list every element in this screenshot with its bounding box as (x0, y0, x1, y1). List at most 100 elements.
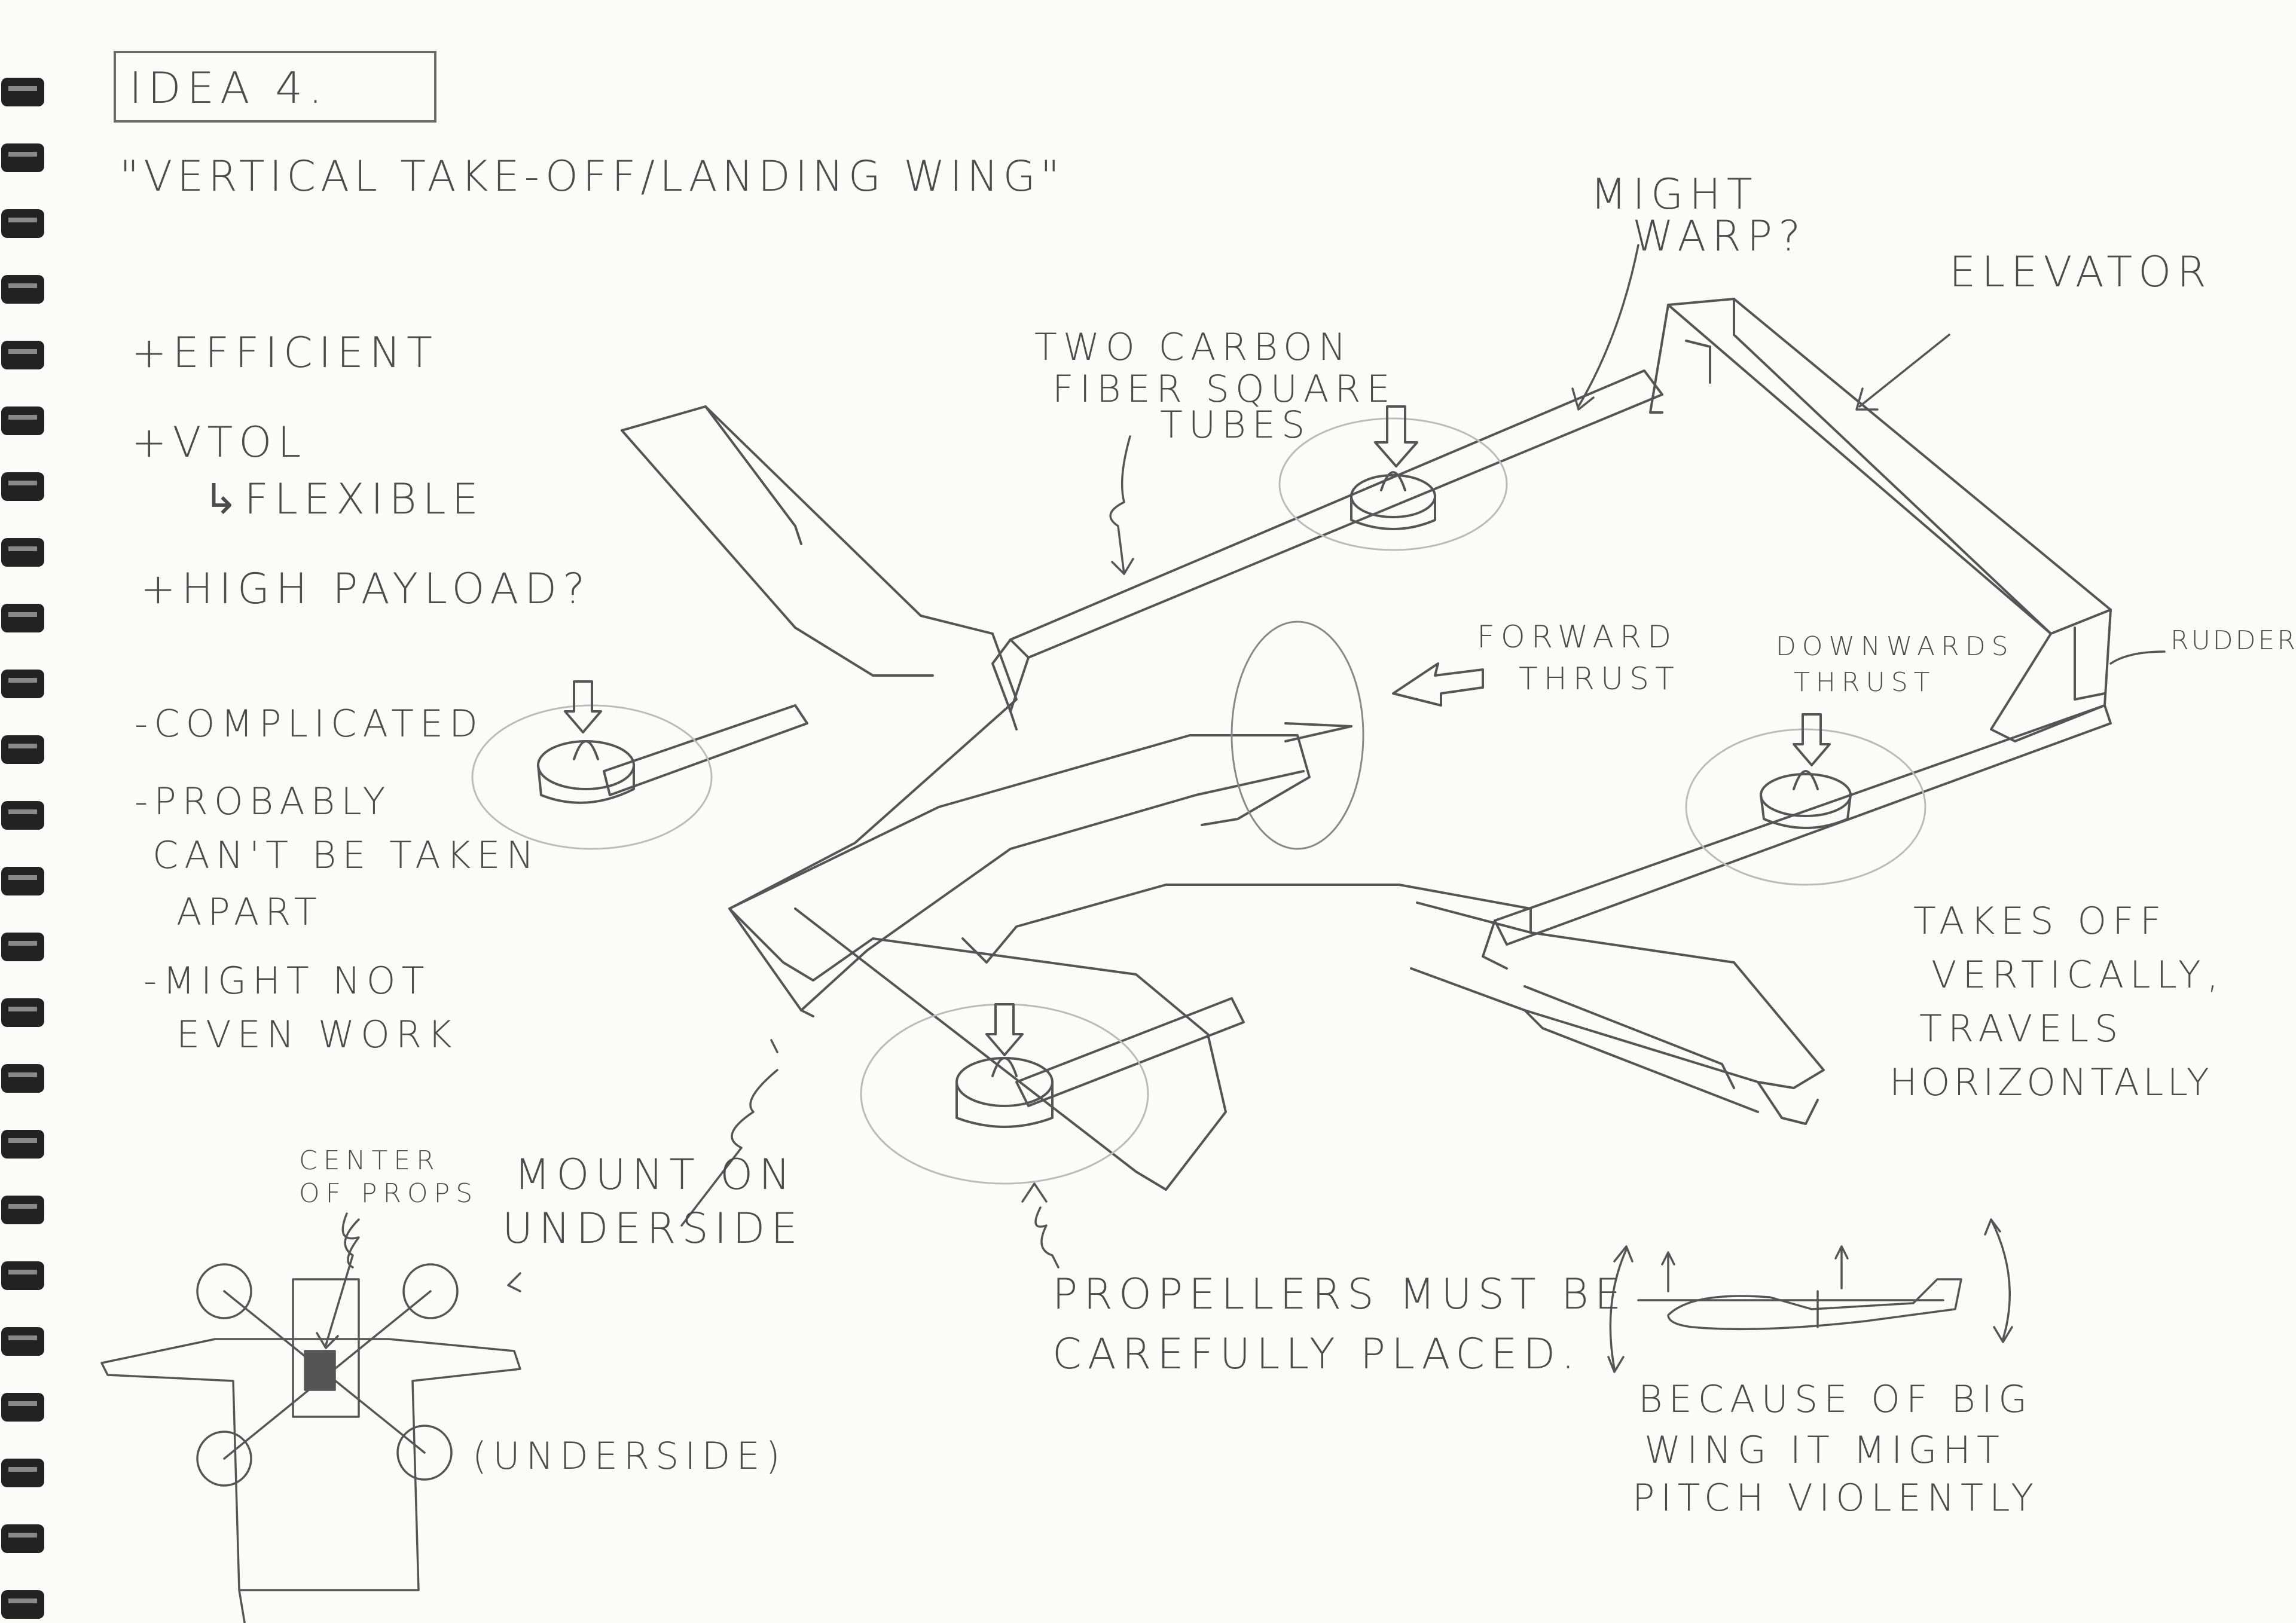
label-because-of-big: BECAUSE OF BIG (1638, 1377, 2034, 1421)
con-complicated: -COMPLICATED (135, 702, 484, 745)
label-warp: WARP? (1632, 212, 1807, 261)
main-wing (621, 405, 1825, 1191)
tail-elevator (1649, 298, 2112, 742)
spiral-coil-highlight (8, 546, 37, 551)
con-probably: -PROBABLY (135, 780, 392, 823)
spiral-coil-highlight (8, 941, 37, 946)
spiral-coil (1, 998, 44, 1027)
propeller-rear-right (1685, 728, 1926, 886)
spiral-coil (1, 1459, 44, 1487)
spiral-coil-highlight (8, 1533, 37, 1538)
label-fiber-square: FIBER SQUARE (1052, 367, 1396, 411)
spiral-coil (1, 1327, 44, 1356)
label-mount-on: MOUNT ON (514, 1150, 796, 1199)
spiral-coil (1, 1393, 44, 1422)
label-forward: FORWARD (1477, 619, 1678, 655)
page-title: IDEA 4. (129, 63, 329, 113)
spiral-coil-highlight (8, 744, 37, 748)
label-carefully-placed: CAREFULLY PLACED. (1052, 1329, 1581, 1379)
label-elevator: ELEVATOR (1949, 247, 2212, 297)
spiral-coil (1, 670, 44, 698)
spiral-coil (1, 209, 44, 238)
spiral-coil-highlight (8, 349, 37, 354)
label-takes-off: TAKES OFF (1913, 899, 2167, 943)
label-downwards: DOWNWARDS (1776, 631, 2014, 662)
label-pitch-violently: PITCH VIOLENTLY (1632, 1476, 2040, 1520)
label-tubes: TUBES (1160, 403, 1311, 447)
spiral-coil (1, 143, 44, 172)
spiral-coil-highlight (8, 1335, 37, 1340)
propeller-rear-left (1278, 417, 1508, 551)
con-apart: APART (176, 890, 323, 934)
annotation-arrows (341, 244, 2166, 1292)
spiral-coil (1, 472, 44, 501)
label-might: MIGHT (1590, 170, 1758, 219)
title-box: IDEA 4. (114, 51, 436, 123)
con-cant-be-taken: CAN'T BE TAKEN (152, 833, 540, 877)
spiral-coil-highlight (8, 1401, 37, 1406)
label-propellers-must-be: PROPELLERS MUST BE (1052, 1270, 1628, 1319)
spiral-binding (1, 78, 44, 1619)
spiral-coil-highlight (8, 1467, 37, 1472)
spiral-coil (1, 801, 44, 830)
propeller-front-left (471, 704, 713, 850)
label-thrust-forward: THRUST (1519, 661, 1680, 697)
spiral-coil-highlight (8, 1007, 37, 1011)
spiral-coil-highlight (8, 678, 37, 683)
spiral-coil (1, 1064, 44, 1093)
con-even-work: EVEN WORK (176, 1013, 458, 1056)
label-underside-mount: UNDERSIDE (502, 1204, 804, 1253)
spiral-coil (1, 538, 44, 567)
pro-high-payload: +HIGH PAYLOAD? (141, 564, 591, 613)
spiral-coil-highlight (8, 283, 37, 288)
label-two-carbon: TWO CARBON (1034, 325, 1352, 369)
spiral-coil (1, 275, 44, 304)
spiral-coil (1, 406, 44, 435)
label-travels: TRAVELS (1919, 1007, 2124, 1050)
spiral-coil-highlight (8, 218, 37, 222)
label-thrust-downwards: THRUST (1794, 667, 1936, 698)
boom-right-front (1015, 997, 1245, 1107)
spiral-coil-highlight (8, 1204, 37, 1209)
spiral-coil-highlight (8, 415, 37, 420)
pro-vtol: +VTOL (132, 418, 307, 467)
spiral-coil (1, 867, 44, 895)
label-vertically: VERTICALLY, (1931, 953, 2225, 997)
label-center: CENTER (299, 1145, 441, 1176)
label-wing-it-might: WING IT MIGHT (1644, 1428, 2005, 1472)
spiral-coil-highlight (8, 612, 37, 617)
spiral-coil (1, 735, 44, 764)
boom-right-rear (1482, 704, 2112, 970)
label-rudder: RUDDER (2170, 625, 2296, 656)
spiral-coil-highlight (8, 1598, 37, 1603)
spiral-coil-highlight (8, 1072, 37, 1077)
label-underside: (UNDERSIDE) (472, 1434, 786, 1478)
spiral-coil-highlight (8, 86, 37, 91)
spiral-coil (1, 1261, 44, 1290)
spiral-coil-highlight (8, 875, 37, 880)
label-of-props: OF PROPS (299, 1178, 479, 1209)
spiral-coil-highlight (8, 1270, 37, 1274)
spiral-coil-highlight (8, 152, 37, 157)
spiral-coil-highlight (8, 809, 37, 814)
spiral-coil (1, 341, 44, 369)
pro-flexible: ↳FLEXIBLE (203, 475, 484, 524)
spiral-coil (1, 1524, 44, 1553)
underside-sketch (100, 1218, 521, 1623)
spiral-coil (1, 1590, 44, 1619)
forward-propeller-disc (1231, 621, 1364, 850)
label-horizontally: HORIZONTALLY (1889, 1060, 2213, 1104)
thrust-arrows (564, 405, 1831, 1056)
spiral-coil (1, 933, 44, 961)
spiral-coil-highlight (8, 481, 37, 485)
spiral-coil (1, 78, 44, 106)
subtitle: "VERTICAL TAKE-OFF/LANDING WING" (120, 152, 1064, 201)
con-might-not: -MIGHT NOT (144, 959, 430, 1002)
spiral-coil (1, 1130, 44, 1159)
boom-left-rear (991, 369, 1663, 730)
propeller-front-right (860, 1003, 1149, 1185)
spiral-coil-highlight (8, 1138, 37, 1143)
spiral-coil (1, 604, 44, 632)
